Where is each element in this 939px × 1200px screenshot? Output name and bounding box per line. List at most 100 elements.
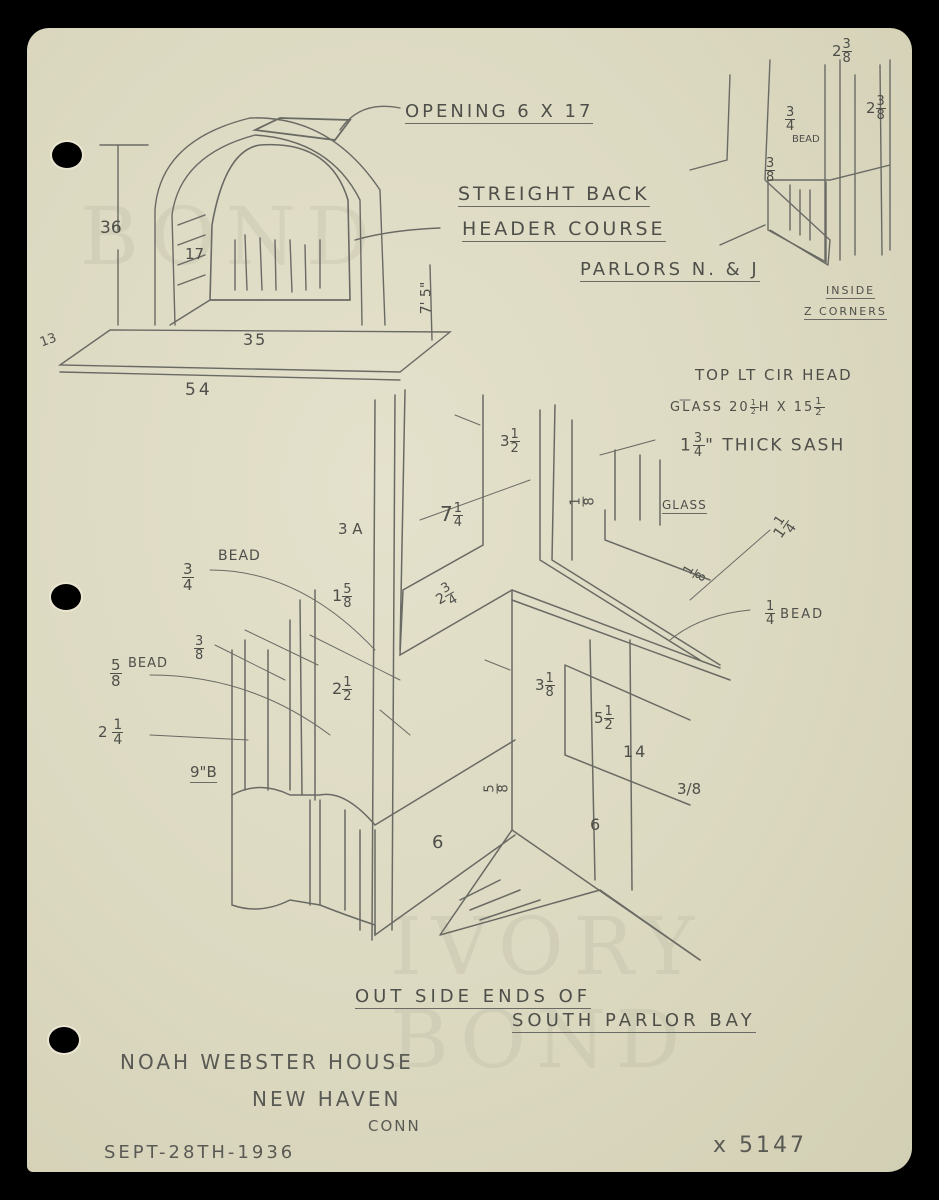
opening-label: OPENING 6 X 17	[405, 101, 594, 124]
binder-hole-middle	[51, 584, 81, 610]
denominator: 8	[766, 170, 775, 185]
denominator: 8	[195, 648, 204, 663]
numerator: 5	[342, 582, 353, 597]
numerator: 5	[482, 783, 498, 794]
denominator: 4	[786, 119, 795, 134]
dim-9-b: 9"B	[190, 763, 217, 783]
bay-window-sketch	[231, 389, 731, 961]
denominator: 8	[111, 672, 121, 690]
denominator: 2	[604, 718, 613, 733]
numerator: 1	[452, 501, 464, 516]
parlors-text: PARLORS N. & J	[580, 259, 760, 282]
fireplace-height-dim: 36	[100, 218, 122, 238]
numerator: 1	[603, 704, 614, 719]
parlors-label: PARLORS N. & J	[580, 259, 760, 282]
dimension-leader-lines	[149, 399, 771, 741]
numerator: 3	[841, 37, 852, 52]
whole: 5	[594, 709, 604, 727]
hearth-width-dim: 54	[185, 380, 213, 400]
denominator: 8	[876, 108, 885, 123]
whole: 2	[866, 99, 876, 117]
glass-text: GLASS	[662, 498, 707, 514]
denominator: 2	[750, 407, 758, 416]
header-course-text: HEADER COURSE	[462, 218, 666, 242]
caption-line2: SOUTH PARLOR BAY	[512, 1010, 756, 1033]
whole: 2	[332, 679, 343, 698]
dim-3-8-right: 3/8	[677, 780, 702, 798]
inside-text: INSIDE	[826, 284, 876, 299]
numerator: 5	[110, 656, 122, 674]
numerator: 1	[544, 671, 555, 686]
denominator: 2	[510, 441, 519, 456]
dim-6-bottom: 6	[590, 815, 601, 834]
house-name: NOAH WEBSTER HOUSE	[120, 1050, 414, 1074]
numerator: 3	[765, 156, 776, 171]
numerator: 3	[692, 431, 706, 446]
caption-line1-text: OUT SIDE ENDS OF	[355, 986, 592, 1009]
denominator: 8	[545, 685, 554, 700]
denominator: 2	[343, 689, 352, 704]
numerator: 3	[785, 105, 796, 120]
numerator: 3	[182, 560, 194, 578]
z-corners-label: Z CORNERS	[804, 305, 887, 320]
whole: 3	[500, 432, 510, 450]
drawing-sheet	[27, 28, 912, 1172]
thick-sash-text: " THICK SASH	[705, 435, 846, 456]
bead-label-lower: BEAD	[128, 656, 169, 671]
numerator: 1	[749, 398, 759, 408]
glass-mid: H X 15	[758, 400, 815, 415]
caption-line2-text: SOUTH PARLOR BAY	[512, 1010, 756, 1033]
numerator: 1	[509, 427, 520, 442]
opening-width-dim: 35	[243, 330, 268, 349]
denominator: 8	[343, 596, 352, 611]
denominator: 4	[453, 515, 463, 530]
whole: 7	[440, 502, 453, 526]
caption-line1: OUT SIDE ENDS OF	[355, 986, 592, 1009]
bead-label-upper: BEAD	[218, 548, 261, 564]
bead-label: BEAD	[780, 607, 825, 622]
inside-corners-sketch	[689, 59, 891, 266]
whole: 3	[535, 676, 545, 694]
numerator: 3	[194, 634, 205, 649]
numerator: 1	[342, 675, 353, 690]
whole: 1	[680, 435, 693, 456]
fireplace-depth-dim: 17	[185, 245, 205, 263]
denominator: 8	[582, 497, 598, 506]
drawing-date: SEPT-28TH-1936	[104, 1142, 296, 1163]
sheet-number: x 5147	[713, 1133, 808, 1158]
opening-text: OPENING 6 X 17	[405, 101, 594, 124]
numerator: 3	[875, 94, 886, 109]
numerator: 1	[814, 396, 825, 408]
denominator: 4	[113, 732, 123, 748]
whole: 2	[98, 723, 108, 741]
straight-back-text: STREIGHT BACK	[458, 183, 650, 207]
paper-watermark-top: BOND	[80, 190, 380, 283]
denominator: 8	[496, 784, 512, 793]
corner-bead-label: BEAD	[792, 134, 820, 145]
z-corners-text: Z CORNERS	[804, 305, 887, 320]
binder-hole-top	[52, 142, 82, 168]
inside-label: INSIDE	[826, 284, 876, 299]
whole: 2	[832, 42, 842, 60]
denominator: 4	[693, 445, 705, 460]
header-course-label: HEADER COURSE	[462, 218, 666, 242]
denominator: 2	[815, 407, 824, 418]
denominator: 8	[842, 51, 851, 66]
fireplace-sketch	[57, 105, 452, 381]
numerator: 1	[112, 717, 124, 733]
